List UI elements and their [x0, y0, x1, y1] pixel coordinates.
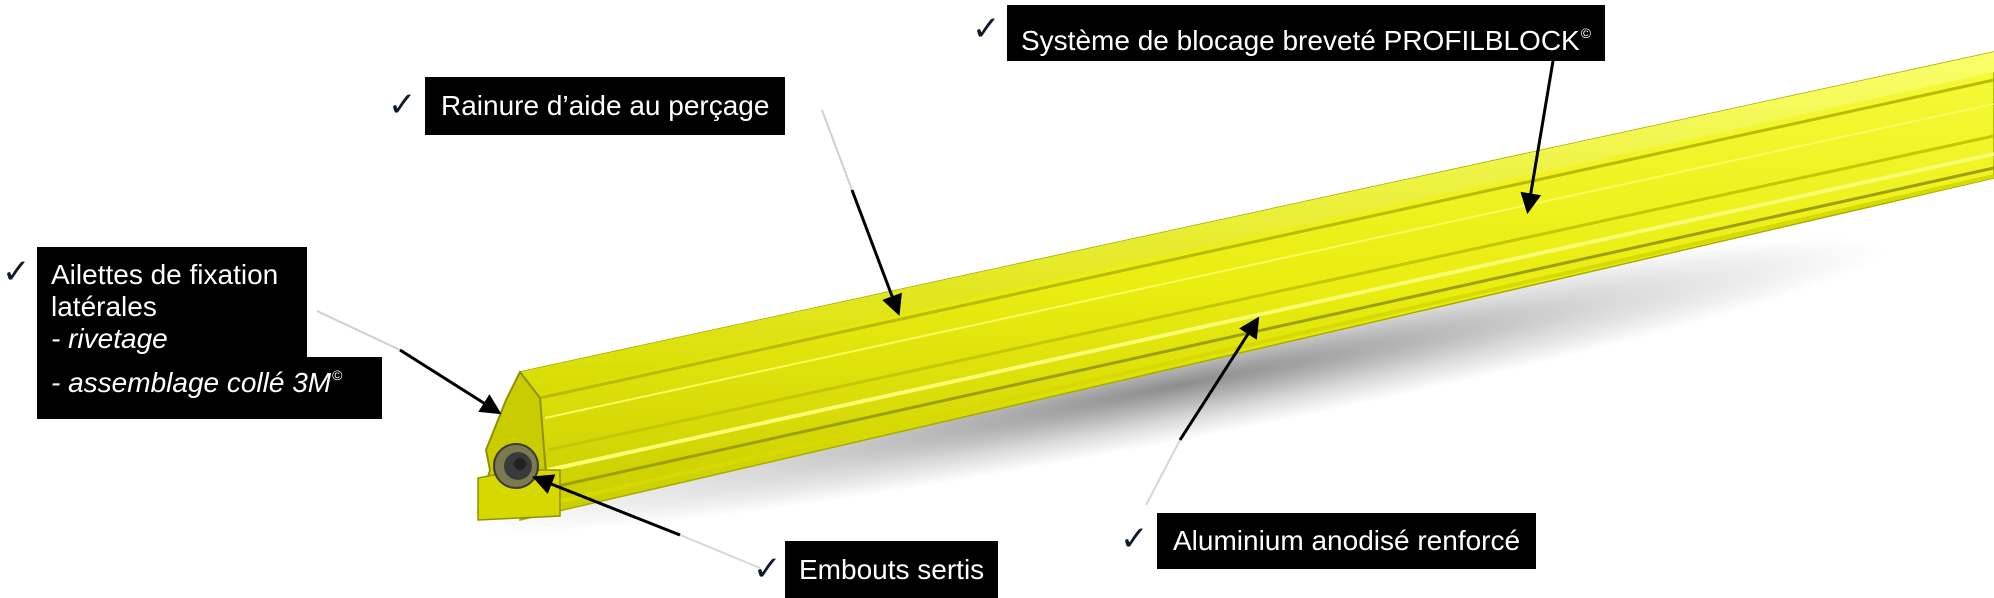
callout-blocage-text: Système de blocage breveté PROFILBLOCK	[1021, 25, 1580, 56]
callout-rainure: Rainure d’aide au perçage	[425, 77, 786, 135]
leader-aluminium	[1178, 316, 1260, 441]
leader-aluminium-fade	[1145, 439, 1181, 506]
leader-blocage	[1520, 60, 1555, 215]
copyright-mark: ©	[332, 367, 343, 383]
callout-blocage: Système de blocage breveté PROFILBLOCK©	[1007, 5, 1606, 61]
callout-ailettes-line1: Ailettes de fixation	[51, 259, 279, 290]
callout-ailettes-line3: - rivetage	[51, 323, 168, 354]
leader-rainure	[850, 189, 902, 316]
callout-ailettes-line4: - assemblage collé 3M	[51, 367, 332, 398]
leader-ailettes-fade	[316, 310, 401, 351]
checkmark-icon: ✓	[753, 549, 782, 589]
callout-ailettes-continued: - assemblage collé 3M©	[37, 357, 382, 419]
callout-aluminium: Aluminium anodisé renforcé	[1157, 513, 1537, 569]
callout-embouts-text: Embouts sertis	[799, 554, 985, 585]
callout-aluminium-text: Aluminium anodisé renforcé	[1173, 525, 1521, 556]
callout-embouts: Embouts sertis	[785, 541, 999, 598]
checkmark-icon: ✓	[1120, 519, 1149, 559]
checkmark-icon: ✓	[972, 9, 1001, 49]
leader-ailettes	[399, 348, 502, 415]
copyright-mark: ©	[1580, 25, 1592, 41]
callout-rainure-text: Rainure d’aide au perçage	[441, 90, 770, 121]
callout-ailettes: Ailettes de fixation latérales - rivetag…	[37, 247, 307, 357]
leader-embouts-fade	[679, 534, 761, 569]
leader-rainure-fade	[821, 109, 853, 191]
leader-embouts	[532, 474, 681, 537]
callout-ailettes-line2: latérales	[51, 291, 157, 322]
ground-shadow	[473, 237, 1887, 533]
checkmark-icon: ✓	[388, 85, 417, 125]
checkmark-icon: ✓	[2, 252, 31, 292]
